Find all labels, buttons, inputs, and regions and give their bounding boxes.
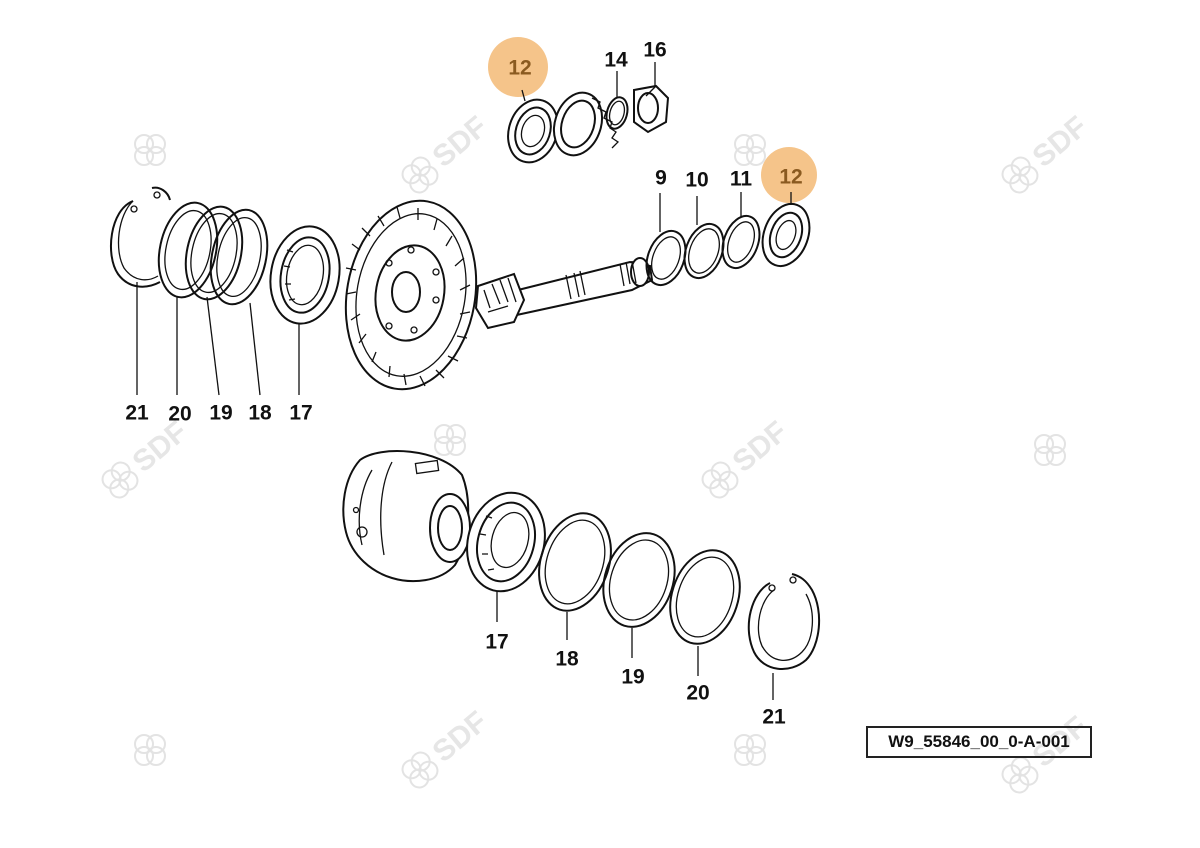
callout-20-bottom: 20 <box>686 681 710 705</box>
part-21-circlip-left <box>110 186 171 288</box>
callout-18-left: 18 <box>248 401 272 425</box>
watermark-text: SDF <box>427 705 494 769</box>
watermark-logo-icon <box>134 734 166 766</box>
part-21-circlip-bottom <box>747 573 821 671</box>
part-10-ring <box>683 222 725 280</box>
callout-19-bottom: 19 <box>621 665 645 689</box>
highlight-marker-12-top <box>488 37 548 97</box>
highlight-marker-12-right <box>761 147 817 203</box>
callout-9: 9 <box>655 166 667 190</box>
watermark-logo-icon: SDF <box>401 705 494 789</box>
part-crown-gear <box>344 199 478 391</box>
part-pinion-shaft <box>474 257 654 330</box>
part-12-bearing-right <box>761 203 811 267</box>
watermark-logo-icon <box>1034 434 1066 466</box>
watermark-text: SDF <box>427 110 494 174</box>
part-17-bearing-bottom <box>466 491 546 593</box>
callout-18-bottom: 18 <box>555 647 579 671</box>
callout-21-bottom: 21 <box>762 705 786 729</box>
callout-10: 10 <box>685 168 709 192</box>
watermark-logo-icon: SDF <box>401 110 494 194</box>
callout-19-left: 19 <box>209 401 233 425</box>
watermarks: SDF SDF SDF SDF <box>101 110 1094 794</box>
callout-21-left: 21 <box>125 401 149 425</box>
callout-20-left: 20 <box>168 402 192 426</box>
callout-16: 16 <box>643 38 667 62</box>
callout-11: 11 <box>729 167 753 191</box>
callout-14: 14 <box>604 48 628 72</box>
callout-17-bottom: 17 <box>485 630 509 654</box>
part-9-ring <box>645 229 687 287</box>
part-17-bearing-left <box>269 225 341 325</box>
part-19-ring-bottom <box>602 532 676 628</box>
part-18-ring-bottom <box>538 512 612 612</box>
watermark-logo-icon: SDF <box>1001 110 1094 194</box>
watermark-logo-icon <box>134 134 166 166</box>
drawing-reference-code: W9_55846_00_0-A-001 <box>866 726 1092 758</box>
part-16-nut <box>633 84 670 134</box>
watermark-logo-icon <box>734 134 766 166</box>
watermark-text: SDF <box>727 415 794 479</box>
callout-17-left: 17 <box>289 401 313 425</box>
part-20-ring-bottom <box>669 549 741 645</box>
callout-12-right: 12 <box>779 165 803 189</box>
watermark-logo-icon <box>734 734 766 766</box>
watermark-logo-icon: SDF <box>701 415 794 499</box>
callout-12-top: 12 <box>508 56 532 80</box>
watermark-logo-icon <box>434 424 466 456</box>
part-differential-housing <box>342 450 471 583</box>
part-19-ring-left <box>184 205 244 301</box>
part-taper-bearing-top <box>552 91 620 157</box>
part-20-ring-left <box>157 201 219 299</box>
part-11-ring <box>721 214 761 270</box>
part-14-ring <box>605 96 629 130</box>
part-18-ring-left <box>209 208 269 306</box>
watermark-text: SDF <box>1027 110 1094 174</box>
watermark-logo-icon: SDF <box>101 415 194 499</box>
